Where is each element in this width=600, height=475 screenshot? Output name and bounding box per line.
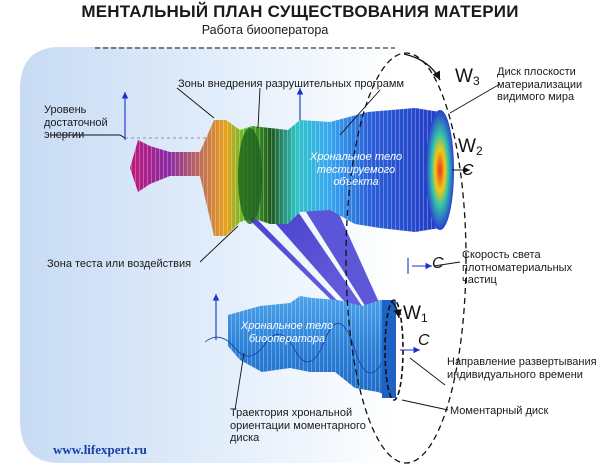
tested-object-chronal-body xyxy=(130,108,454,236)
light-speed-label: Скорость света плотноматериальных частиц xyxy=(462,249,573,286)
disk-plane-label: Диск плоскости материализации видимого м… xyxy=(497,66,583,103)
site-link[interactable]: www.lifexpert.ru xyxy=(53,442,147,457)
c-symbol-object: C xyxy=(462,162,474,179)
test-zone-label: Зона теста или воздействия xyxy=(47,258,192,270)
chronal-operator-label: Хрональное тело биооператора xyxy=(240,320,334,345)
momentary-disk-label: Моментарный диск xyxy=(450,405,549,417)
time-direction-label: Направление развертывания индивидуальног… xyxy=(447,356,597,381)
object-end-face xyxy=(426,110,454,230)
trajectory-label: Траектория хрональной ориентации момента… xyxy=(230,407,366,444)
w3-rotation-arrow xyxy=(403,53,441,81)
materialization-disk xyxy=(345,52,467,464)
page-subtitle: Работа биооператора xyxy=(201,23,329,37)
w1-label: W1 xyxy=(403,303,428,325)
c-symbol-operator: C xyxy=(418,332,430,349)
c-symbol-light: C xyxy=(432,255,444,272)
energy-level-label: Уровень достаточной энергии xyxy=(44,104,108,141)
light-speed-marker xyxy=(407,258,432,274)
w2-label: W2 xyxy=(458,136,483,158)
w1-rotation-arrow xyxy=(391,301,402,319)
page-title: МЕНТАЛЬНЫЙ ПЛАН СУЩЕСТВОВАНИЯ МАТЕРИИ xyxy=(81,2,519,21)
destructive-zones-label: Зоны внедрения разрушительных программ xyxy=(178,78,405,90)
chronal-tested-label: Хрональное тело тестируемого объекта xyxy=(309,151,403,188)
leader-lines xyxy=(50,83,501,411)
w3-label: W3 xyxy=(455,66,480,88)
